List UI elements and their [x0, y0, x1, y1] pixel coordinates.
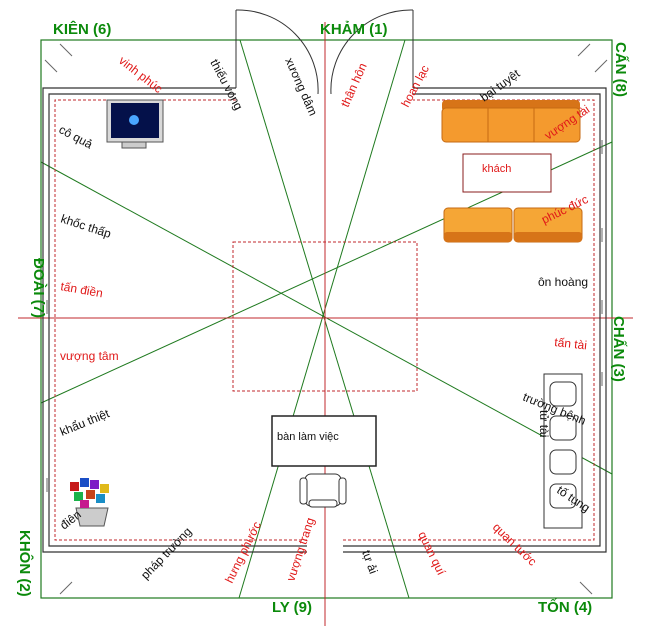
monitor-glow: [129, 115, 139, 125]
desk: [271, 415, 377, 467]
dir-khon: KHÔN (2): [16, 530, 34, 597]
corner-mark-bl1: [59, 581, 73, 595]
wall-inner: [48, 93, 601, 547]
sector-line-nne: [238, 39, 406, 599]
shelf: [543, 373, 583, 529]
dir-can: CẤN (8): [612, 42, 629, 97]
star-quan-tuoc: quan tước: [490, 520, 539, 568]
star-than-hon: thân hôn: [338, 61, 370, 109]
chair-arm-left: [299, 477, 308, 505]
flower-8: [80, 500, 89, 508]
monitor-icon: [106, 99, 164, 149]
shelf-box-4: [549, 483, 577, 509]
star-vuong-tam: vượng tâm: [60, 349, 119, 363]
dir-doai: ĐOÀI (7): [30, 258, 47, 318]
khach-table: [462, 153, 552, 193]
flower-6: [86, 490, 95, 499]
star-vuong-trang: vượng trang: [284, 516, 318, 583]
sofa-bottom-left-back: [444, 232, 512, 242]
star-co-qua: cô quả: [57, 122, 96, 151]
star-phap-truong: pháp trường: [138, 524, 194, 582]
sofa-top-seat: [441, 107, 581, 143]
corner-mark-tl1: [59, 43, 73, 57]
wall-outer: [42, 87, 607, 553]
corner-marks: [44, 43, 608, 595]
star-khau-thiet: khẩu thiệt: [58, 406, 112, 439]
shelf-box-1: [549, 381, 577, 407]
flower-1: [70, 482, 79, 491]
dir-kham: KHẢM (1): [320, 21, 388, 38]
flower-pot-icon: [70, 478, 109, 527]
axis-lines: [18, 22, 633, 626]
star-on-hoang: ôn hoàng: [538, 275, 588, 289]
chair-icon: [299, 473, 347, 508]
outer-frame: [40, 39, 613, 599]
star-quan-qui: quan quí: [415, 529, 448, 578]
flower-4: [100, 484, 109, 493]
entrance-door: [235, 9, 414, 95]
chair-back: [308, 499, 338, 508]
star-khoc-thap: khốc thấp: [59, 212, 113, 241]
dir-kien: KIÊN (6): [53, 20, 111, 38]
dir-chan: CHẤN (3): [610, 316, 627, 382]
star-tu-tai: tử tài: [537, 410, 551, 437]
corner-mark-tr2: [594, 59, 608, 73]
star-hoan-lac: hoan lạc: [398, 63, 432, 110]
flower-2: [80, 478, 89, 487]
pot: [75, 507, 109, 527]
chair-arm-right: [338, 477, 347, 505]
flower-5: [74, 492, 83, 501]
desk-label: bàn làm việc: [277, 431, 339, 443]
corner-mark-tr1: [577, 43, 591, 57]
shelf-box-2: [549, 415, 577, 441]
corner-mark-br1: [579, 581, 593, 595]
house-walls: [42, 87, 607, 553]
dir-ton: TỐN (4): [538, 598, 592, 616]
flower-7: [96, 494, 105, 503]
door-right-swing: [330, 9, 414, 95]
star-bai-tuyet: bại tuyệt: [478, 66, 523, 104]
corner-mark-tl2: [44, 59, 58, 73]
star-thieu-vong: thiếu vong: [207, 57, 245, 112]
star-vinh-phuc: vinh phúc: [116, 53, 165, 96]
door-left-swing: [235, 9, 319, 95]
dir-ly: LY (9): [272, 599, 312, 616]
monitor-base: [121, 141, 147, 149]
sofa-bottom-right-back: [514, 232, 582, 242]
star-tan-dien: tấn điền: [59, 279, 103, 300]
khach-label: khách: [482, 163, 511, 175]
flower-3: [90, 480, 99, 489]
shelf-box-3: [549, 449, 577, 475]
center-square: [232, 241, 418, 392]
star-tan-tai: tấn tài: [554, 335, 588, 352]
sofa-icon: [441, 100, 583, 243]
